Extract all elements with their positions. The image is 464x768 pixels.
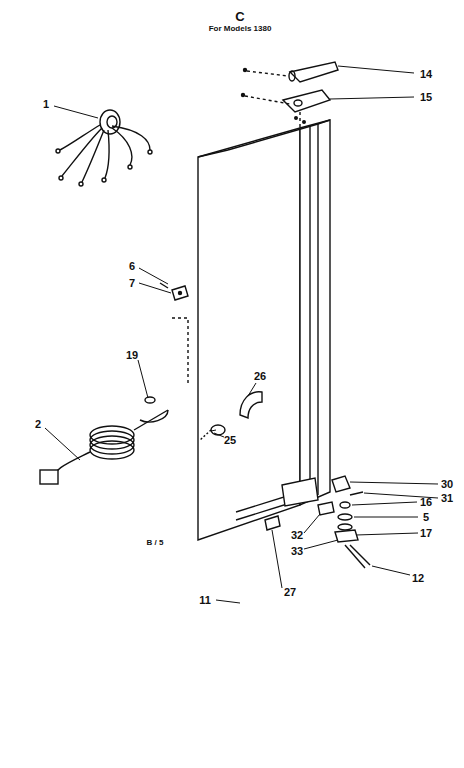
callout-number: 1 bbox=[43, 99, 49, 110]
page-note: B / 5 bbox=[147, 539, 164, 547]
callout-number: 27 bbox=[284, 587, 296, 598]
top-hinge bbox=[242, 62, 339, 128]
clip bbox=[160, 283, 188, 385]
callout-number: 11 bbox=[199, 595, 211, 606]
callout-number: 15 bbox=[420, 92, 432, 103]
cabinet bbox=[198, 120, 330, 540]
callout-number: 26 bbox=[254, 371, 266, 382]
callout-number: 31 bbox=[441, 493, 453, 504]
callout-number: 16 bbox=[420, 497, 432, 508]
callout-number: 25 bbox=[224, 435, 236, 446]
leader-lines bbox=[45, 66, 438, 603]
latch bbox=[200, 392, 262, 440]
callout-number: 2 bbox=[35, 419, 41, 430]
model-note: For Models 1380 bbox=[209, 25, 272, 33]
callout-number: 30 bbox=[441, 479, 453, 490]
callout-number: 17 bbox=[420, 528, 432, 539]
callout-number: 19 bbox=[126, 350, 138, 361]
power-cord bbox=[40, 397, 168, 484]
wire-harness bbox=[56, 110, 152, 186]
callout-number: 14 bbox=[420, 69, 432, 80]
callout-number: 12 bbox=[412, 573, 424, 584]
callout-number: 6 bbox=[129, 261, 135, 272]
callout-number: 32 bbox=[291, 530, 303, 541]
callout-number: 7 bbox=[129, 278, 135, 289]
callout-number: 5 bbox=[423, 512, 429, 523]
bottom-hinge bbox=[265, 476, 370, 568]
sheet-letter: C bbox=[235, 10, 244, 23]
callout-number: 33 bbox=[291, 546, 303, 557]
